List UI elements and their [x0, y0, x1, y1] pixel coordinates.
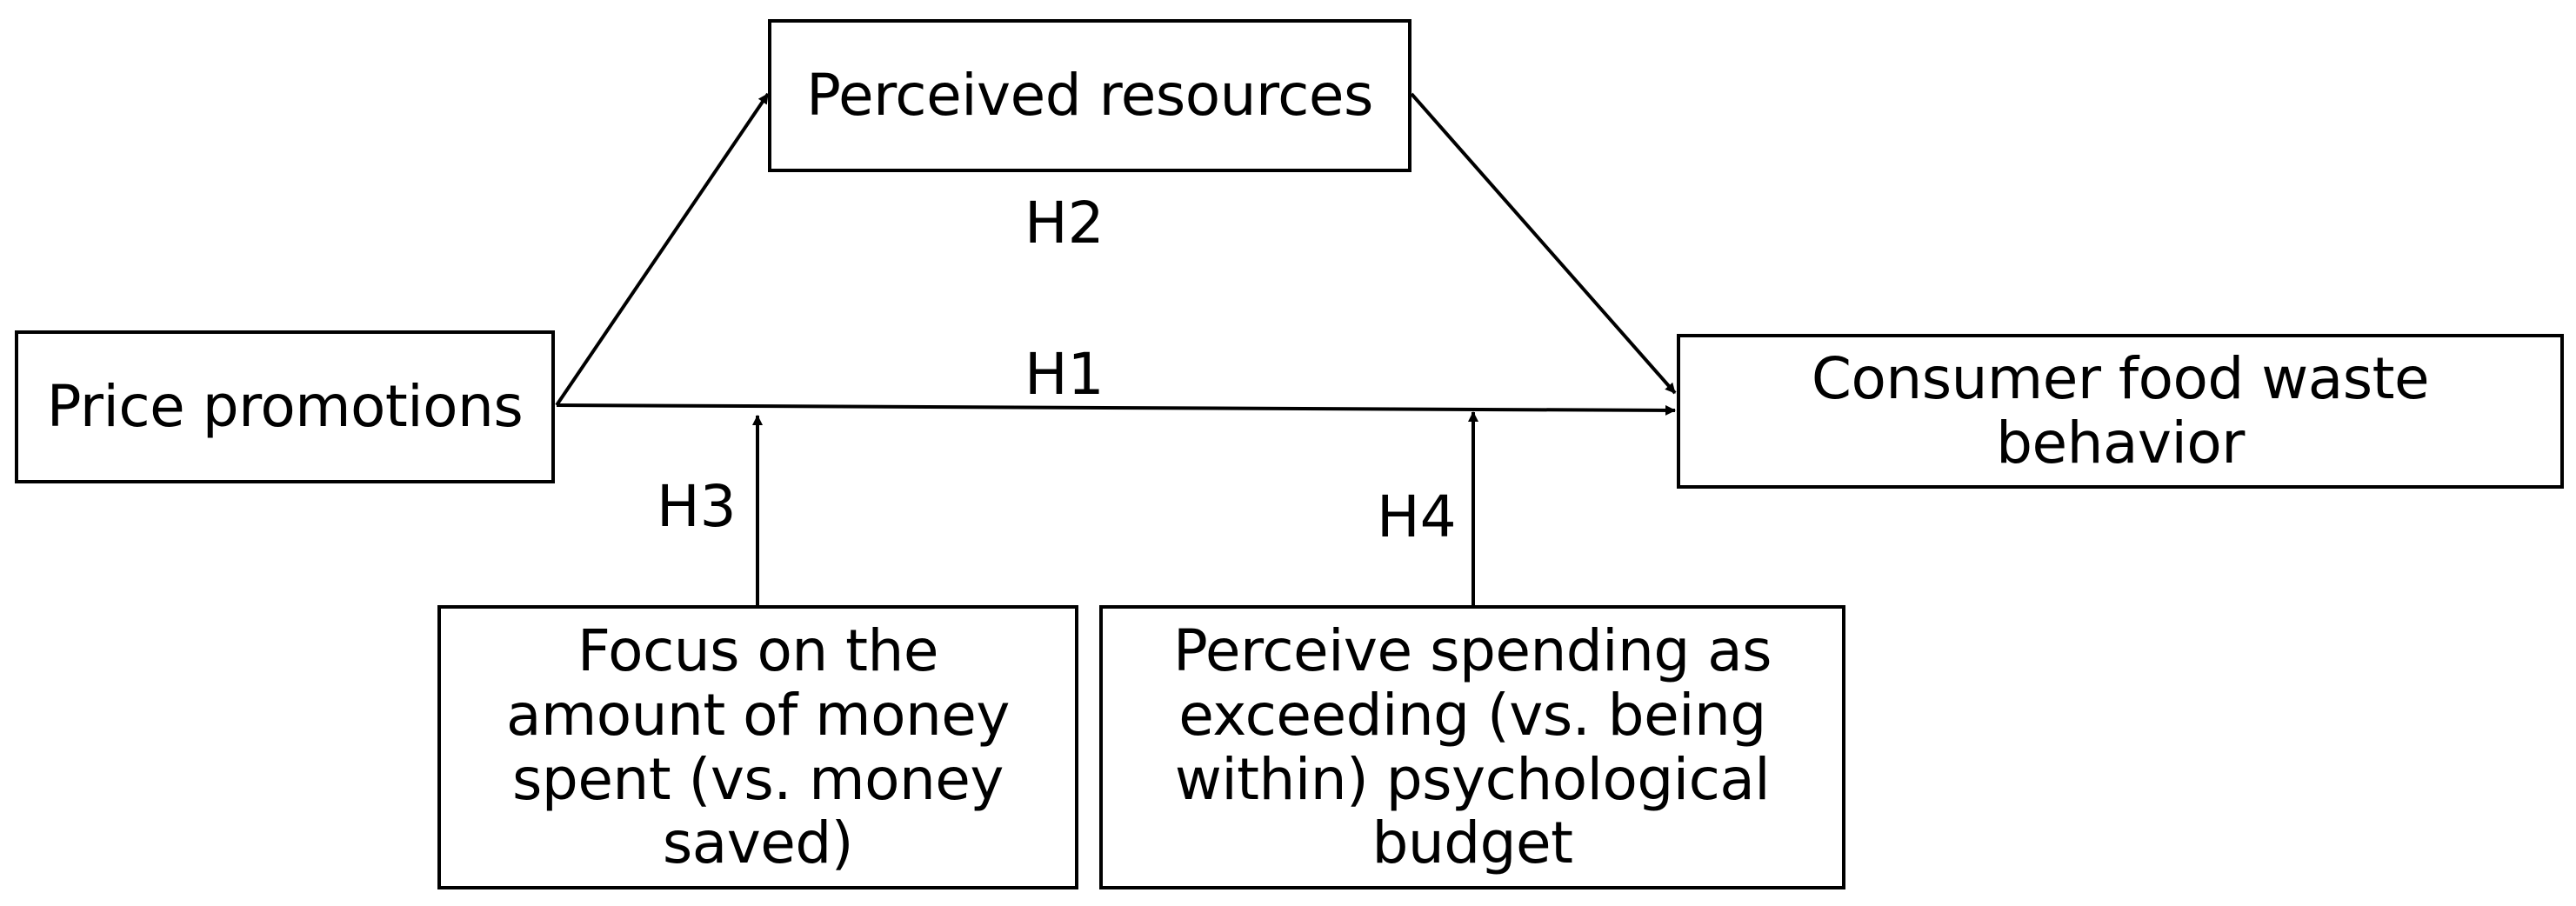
- node-consumer-food-waste: Consumer food waste behavior: [1677, 334, 2564, 489]
- node-consumer-food-waste-label: Consumer food waste behavior: [1811, 345, 2430, 476]
- node-price-promotions: Price promotions: [15, 330, 555, 483]
- node-perceived-resources: Perceived resources: [768, 19, 1411, 172]
- node-perceived-resources-label: Perceived resources: [806, 62, 1373, 130]
- hypothesis-label-h2: H2: [1024, 190, 1104, 256]
- arrow-resources-to-waste: [1410, 92, 1677, 395]
- arrow-price-to-resources: [555, 92, 770, 407]
- node-price-promotions-label: Price promotions: [46, 373, 524, 441]
- hypothesis-label-h4: H4: [1377, 483, 1457, 550]
- node-focus-amount-label: Focus on the amount of money spent (vs. …: [506, 616, 1010, 877]
- node-perceive-spending-label: Perceive spending as exceeding (vs. bein…: [1172, 616, 1772, 877]
- hypothesis-label-h3: H3: [657, 473, 737, 540]
- node-perceive-spending: Perceive spending as exceeding (vs. bein…: [1099, 605, 1845, 889]
- arrow-price-to-waste: [556, 403, 1676, 416]
- node-focus-amount: Focus on the amount of money spent (vs. …: [437, 605, 1078, 889]
- hypothesis-label-h1: H1: [1024, 341, 1104, 408]
